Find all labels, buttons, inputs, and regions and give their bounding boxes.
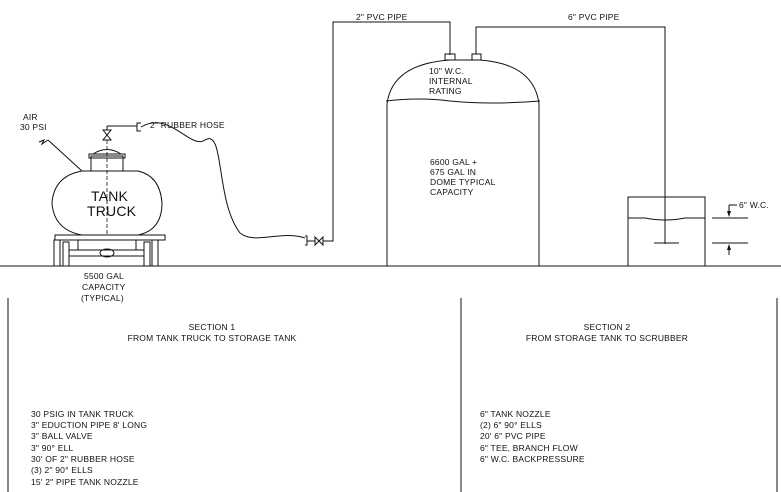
list-item: 6" TANK NOZZLE: [480, 409, 551, 419]
leader-tick: [38, 139, 49, 146]
list-item: (3) 2" 90° ELLS: [31, 465, 93, 475]
pvc-pipe-6in: [475, 26, 666, 244]
label-2in-pvc-pipe: 2" PVC PIPE: [356, 12, 408, 22]
list-item: 30 PSIG IN TANK TRUCK: [31, 409, 134, 419]
list-item: 3" BALL VALVE: [31, 431, 93, 441]
dome-rating-1: 10" W.C.: [429, 66, 464, 76]
ball-valve-icon: [101, 129, 113, 141]
scrubber: [627, 196, 706, 266]
air-leader: [47, 139, 83, 172]
storage-tank: [385, 53, 541, 266]
storage-capacity-2: 675 GAL IN: [430, 167, 476, 177]
list-item: (2) 6" 90° ELLS: [480, 420, 542, 430]
storage-capacity-1: 6600 GAL +: [430, 157, 477, 167]
dome-rating-2: INTERNAL: [429, 76, 473, 86]
dome-rating-3: RATING: [429, 86, 462, 96]
tank-truck: [51, 122, 166, 267]
label-6in-pvc-pipe: 6" PVC PIPE: [568, 12, 620, 22]
list-item: 6" TEE, BRANCH FLOW: [480, 443, 578, 453]
list-item: 15' 2" PIPE TANK NOZZLE: [31, 477, 139, 487]
wc-dimension: [712, 204, 748, 255]
list-item: 3" EDUCTION PIPE 8' LONG: [31, 420, 147, 430]
label-tank: TANK: [91, 188, 129, 204]
storage-capacity-3: DOME TYPICAL: [430, 177, 496, 187]
list-item: 6" W.C. BACKPRESSURE: [480, 454, 585, 464]
label-wc: 6" W.C.: [739, 200, 769, 210]
list-item: 30' OF 2" RUBBER HOSE: [31, 454, 135, 464]
truck-capacity-3: (TYPICAL): [81, 293, 124, 303]
truck-capacity-2: CAPACITY: [82, 282, 126, 292]
valve-icon: [314, 235, 324, 247]
label-air: AIR: [23, 112, 38, 122]
storage-capacity-4: CAPACITY: [430, 187, 474, 197]
label-rubber-hose: 2" RUBBER HOSE: [150, 120, 225, 130]
section1-list: 30 PSIG IN TANK TRUCK 3" EDUCTION PIPE 8…: [31, 409, 147, 487]
hose-fitting: [305, 235, 308, 246]
label-air-psi: 30 PSI: [20, 122, 47, 132]
pvc-pipe-2in: [323, 21, 451, 242]
label-truck: TRUCK: [87, 203, 137, 219]
list-item: 3" 90° ELL: [31, 443, 74, 453]
section2-subtitle: FROM STORAGE TANK TO SCRUBBER: [526, 333, 688, 343]
section1-subtitle: FROM TANK TRUCK TO STORAGE TANK: [128, 333, 297, 343]
list-item: 20' 6" PVC PIPE: [480, 431, 546, 441]
section2-title: SECTION 2: [584, 322, 631, 332]
rubber-hose: [140, 122, 306, 239]
section1-title: SECTION 1: [189, 322, 236, 332]
truck-capacity-1: 5500 GAL: [84, 271, 124, 281]
section2-list: 6" TANK NOZZLE (2) 6" 90° ELLS 20' 6" PV…: [480, 409, 585, 464]
